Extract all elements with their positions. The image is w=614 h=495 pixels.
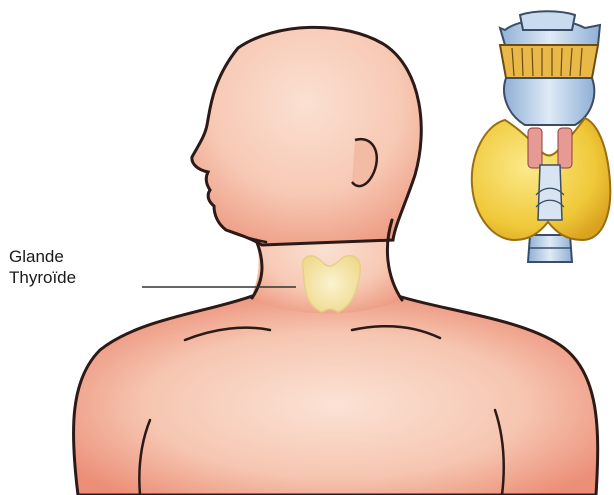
thyroid-label-line1: Glande [9, 246, 76, 267]
thyroid-gland-label: Glande Thyroïde [9, 246, 76, 288]
torso-shape [73, 295, 597, 495]
head-shape [192, 27, 421, 245]
thyroid-label-line2: Thyroïde [9, 267, 76, 288]
thyroid-detail-inset [472, 11, 610, 262]
